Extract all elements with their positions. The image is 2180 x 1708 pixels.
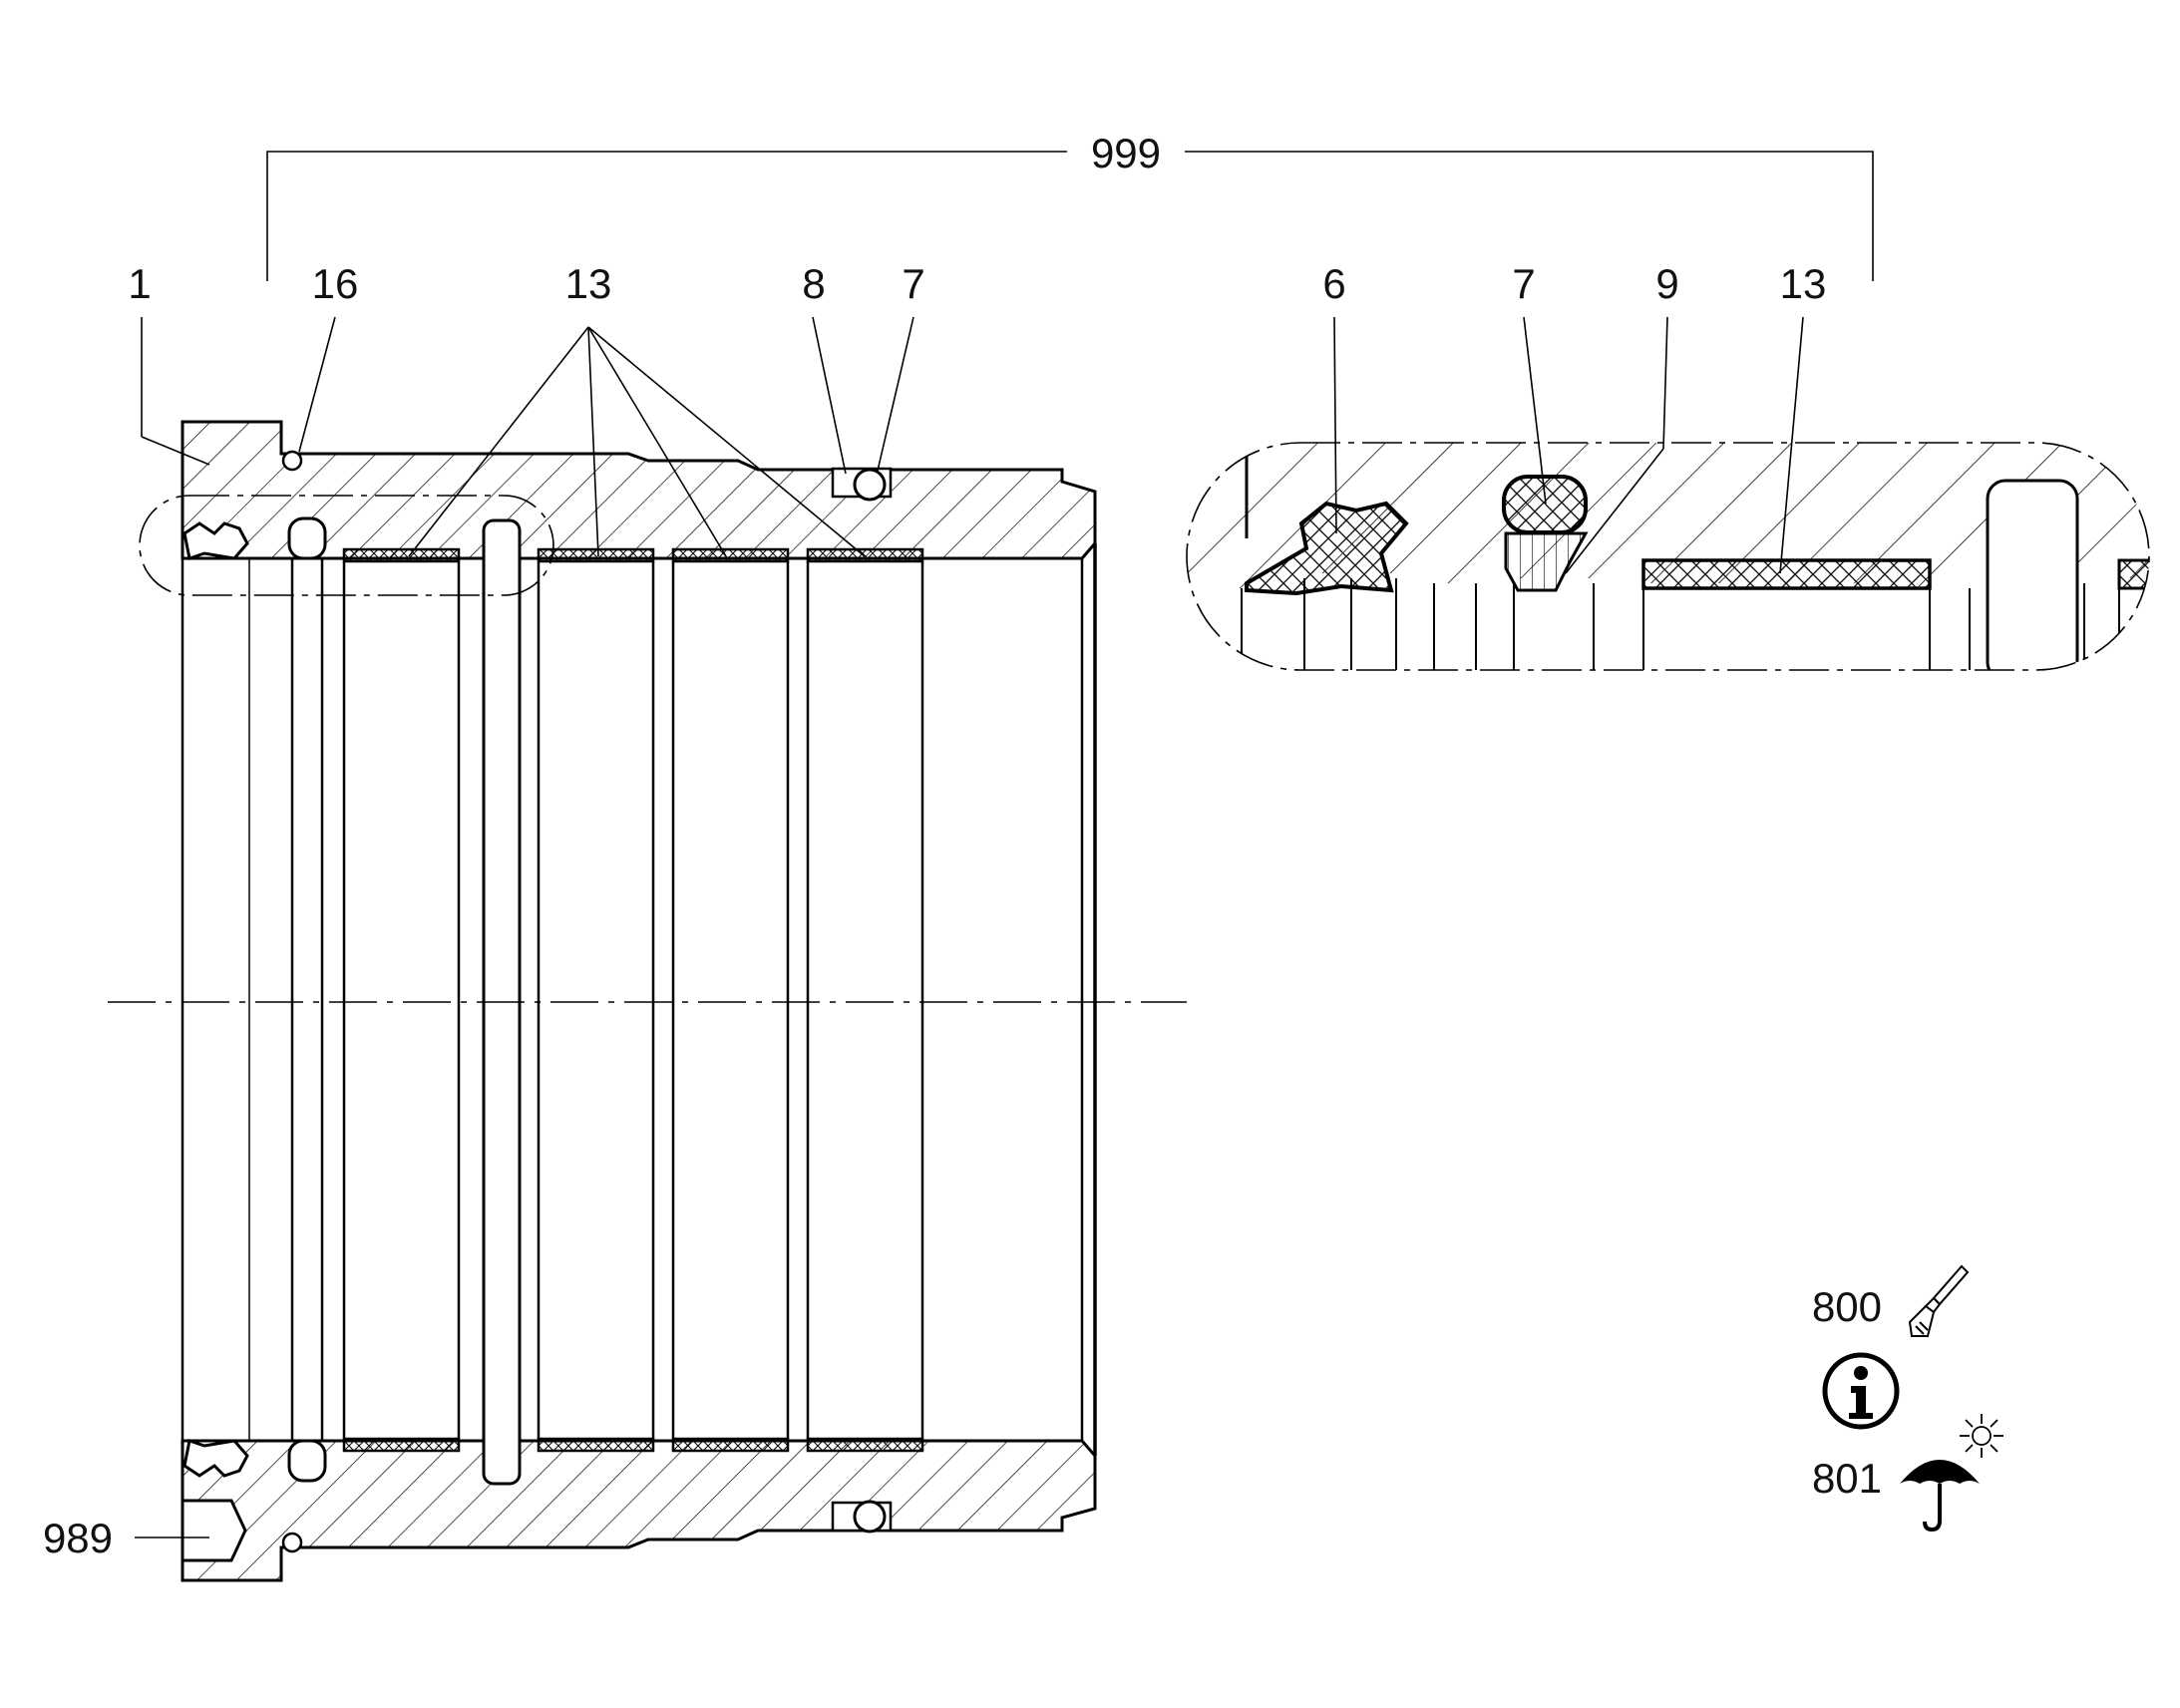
housing-bottom-wall	[181, 1439, 1097, 1582]
detail-seal-6	[1245, 501, 1409, 596]
leader-lines	[135, 151, 1874, 1538]
outer-o-ring-bottom	[853, 1500, 887, 1534]
label-detail-7: 7	[1512, 260, 1535, 307]
seal-profile-bottom	[182, 1439, 249, 1478]
detail-guide-band-13	[1641, 558, 1932, 590]
detail-view	[1186, 442, 2150, 671]
info-icon	[1822, 1352, 1900, 1430]
main-section-view	[108, 420, 1187, 1582]
label-detail-13: 13	[1780, 260, 1827, 307]
legend: 800 801	[1812, 1264, 2003, 1533]
guide-band-2	[537, 547, 655, 1453]
legend-800: 800	[1812, 1283, 1882, 1330]
outer-o-ring-top	[853, 468, 887, 502]
label-989: 989	[43, 1515, 113, 1561]
o-ring-left-bottom	[287, 1439, 327, 1483]
o-ring-16-bottom	[281, 1532, 303, 1553]
o-ring-16-top	[281, 450, 303, 472]
detail-backup-ring-9	[1504, 531, 1589, 592]
label-detail-9: 9	[1655, 260, 1678, 307]
detail-o-ring-7	[1502, 475, 1588, 534]
detail-snap-ring	[1986, 479, 2079, 670]
label-16: 16	[312, 260, 359, 307]
label-7: 7	[902, 260, 924, 307]
label-1: 1	[128, 260, 151, 307]
umbrella-sun-icon	[1900, 1414, 2003, 1533]
seal-profile-top	[182, 521, 249, 560]
callout-labels: 999 1 16 13 8 7 989 6 7 9 13	[43, 130, 1826, 1561]
port-989	[181, 1499, 247, 1562]
label-999: 999	[1091, 130, 1161, 176]
label-8: 8	[802, 260, 825, 307]
label-detail-6: 6	[1322, 260, 1345, 307]
legend-801: 801	[1812, 1455, 1882, 1502]
guide-band-3	[671, 547, 790, 1453]
guide-band-4	[806, 547, 924, 1453]
detail-boundary	[1186, 442, 2150, 671]
guide-band-1	[342, 547, 461, 1453]
housing-top-wall	[181, 420, 1097, 560]
detail-marker	[139, 495, 554, 596]
label-13: 13	[565, 260, 612, 307]
o-ring-left-top	[287, 516, 327, 560]
paintbrush-icon	[1908, 1264, 1970, 1337]
